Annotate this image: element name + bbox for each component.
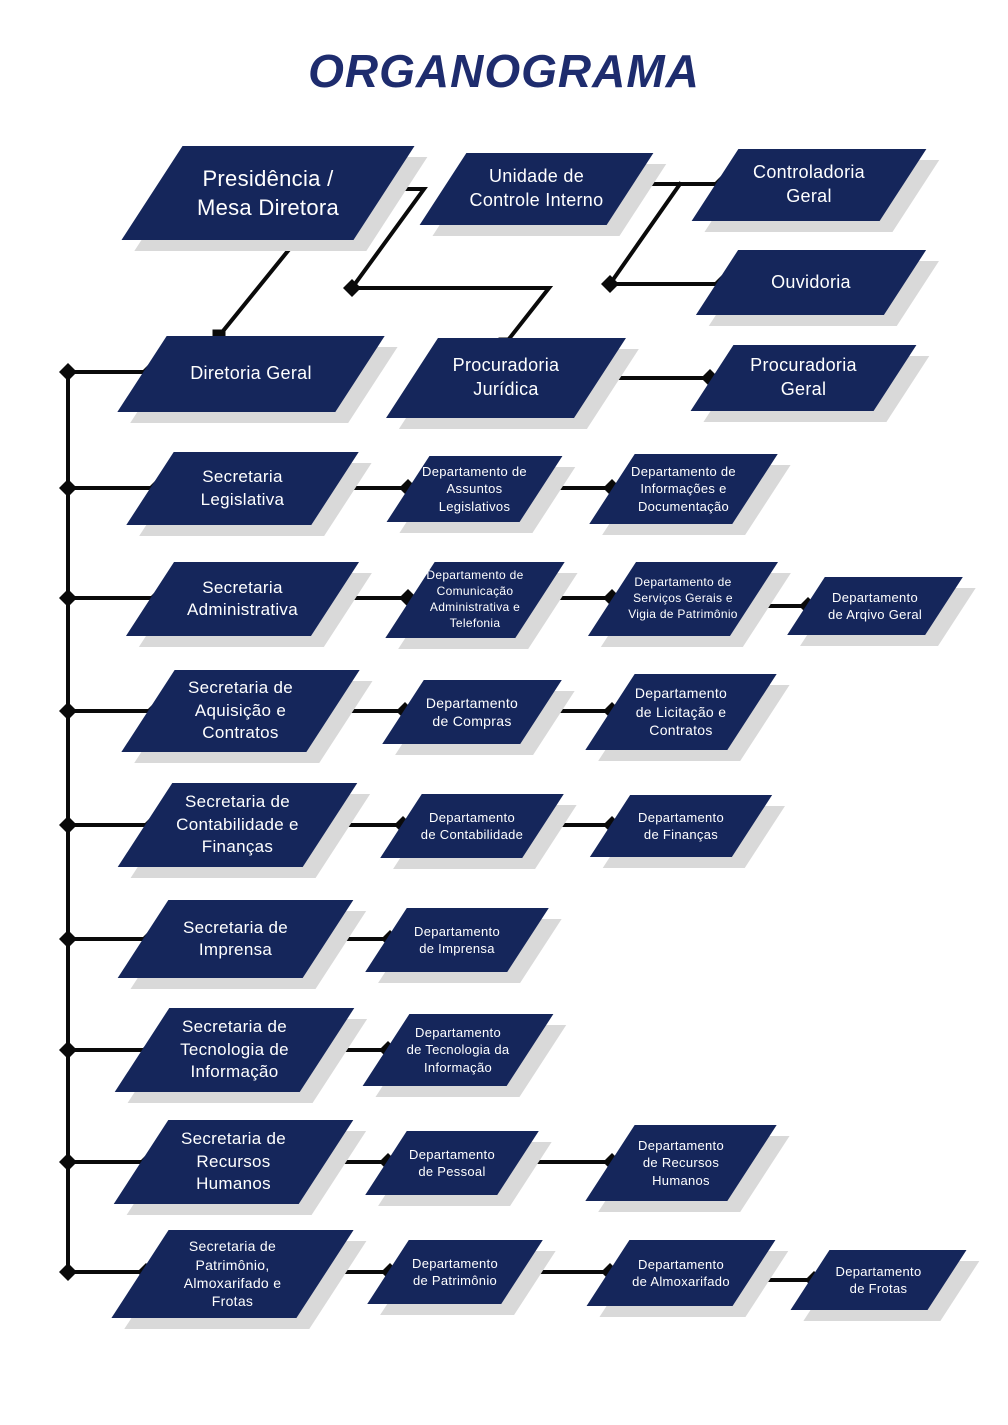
node-label: Presidência / Mesa Diretora	[196, 165, 340, 220]
node-procuradoria-juridica: Procuradoria Jurídica	[386, 338, 626, 418]
node-label: Secretaria Legislativa	[200, 467, 285, 509]
node-presidencia: Presidência / Mesa Diretora	[121, 146, 415, 240]
node-dep-assuntos-legislativos: Departamento de Assuntos Legislativos	[386, 456, 563, 522]
page-title: ORGANOGRAMA	[308, 45, 700, 97]
node-label: Procuradoria Jurídica	[452, 355, 560, 399]
node-label: Departamento de Tecnologia da Informação	[406, 1025, 510, 1075]
node-unidade-controle-interno: Unidade de Controle Interno	[419, 153, 654, 225]
node-dep-servicos-gerais: Departamento de Serviços Gerais e Vigia …	[587, 562, 779, 636]
node-label: Unidade de Controle Interno	[469, 166, 604, 210]
node-procuradoria-geral: Procuradoria Geral	[690, 345, 917, 411]
node-label: Departamento de Almoxarifado	[632, 1256, 730, 1289]
node-dep-pessoal: Departamento de Pessoal	[365, 1131, 539, 1195]
node-secretaria-legislativa: Secretaria Legislativa	[126, 452, 359, 525]
node-label: Secretaria de Aquisição e Contratos	[187, 678, 293, 743]
node-label: Procuradoria Geral	[750, 355, 857, 399]
node-label: Departamento de Arqivo Geral	[827, 589, 923, 622]
node-dep-arqivo-geral: Departamento de Arqivo Geral	[787, 577, 963, 635]
node-label: Departamento de Recursos Humanos	[638, 1138, 724, 1188]
node-secretaria-administrativa: Secretaria Administrativa	[125, 562, 360, 636]
node-label: Departamento de Frotas	[835, 1263, 922, 1296]
node-label: Departamento de Informações e Documentaç…	[631, 464, 736, 514]
node-label: Secretaria de Tecnologia de Informação	[180, 1017, 289, 1082]
node-diretoria-geral: Diretoria Geral	[117, 336, 385, 412]
node-label: Departamento de Serviços Gerais e Vigia …	[628, 575, 738, 621]
node-dep-contabilidade: Departamento de Contabilidade	[380, 794, 564, 858]
node-label: Departamento de Imprensa	[414, 923, 500, 956]
node-controladoria-geral: Controladoria Geral	[691, 149, 927, 221]
node-label: Secretaria de Imprensa	[182, 917, 288, 959]
node-label: Departamento de Patrimônio	[412, 1255, 498, 1288]
node-dep-frotas: Departamento de Frotas	[790, 1250, 967, 1310]
node-secretaria-imprensa: Secretaria de Imprensa	[117, 900, 354, 978]
node-label: Secretaria de Contabilidade e Finanças	[176, 792, 299, 857]
node-label: Departamento de Compras	[425, 694, 519, 729]
node-dep-licitacao-contratos: Departamento de Licitação e Contratos	[585, 674, 777, 750]
node-dep-recursos-humanos: Departamento de Recursos Humanos	[585, 1125, 777, 1201]
node-ouvidoria: Ouvidoria	[695, 250, 927, 315]
node-dep-comunicacao-administrativa: Departamento de Comunicação Administrati…	[385, 562, 565, 638]
node-dep-tecnologia-informacao: Departamento de Tecnologia da Informação	[362, 1014, 554, 1086]
node-label: Departamento de Assuntos Legislativos	[422, 464, 527, 514]
node-label: Secretaria de Patrimônio, Almoxarifado e…	[183, 1238, 282, 1310]
node-label: Departamento de Contabilidade	[420, 809, 524, 842]
node-label: Secretaria de Recursos Humanos	[180, 1129, 286, 1194]
node-label: Secretaria Administrativa	[187, 577, 298, 619]
node-label: Departamento de Comunicação Administrati…	[426, 568, 524, 630]
node-label: Departamento de Pessoal	[409, 1146, 495, 1179]
node-label: Controladoria Geral	[753, 162, 865, 206]
node-label: Diretoria Geral	[190, 363, 312, 384]
node-secretaria-recursos-humanos: Secretaria de Recursos Humanos	[113, 1120, 354, 1204]
node-label: Departamento de Licitação e Contratos	[634, 685, 728, 739]
node-label: Ouvidoria	[771, 271, 851, 292]
node-secretaria-contabilidade-financas: Secretaria de Contabilidade e Finanças	[117, 783, 358, 867]
node-dep-patrimonio: Departamento de Patrimônio	[367, 1240, 543, 1304]
node-label: Departamento de Finanças	[638, 809, 724, 842]
node-dep-imprensa: Departamento de Imprensa	[365, 908, 549, 972]
node-dep-almoxarifado: Departamento de Almoxarifado	[586, 1240, 776, 1306]
node-secretaria-patrimonio: Secretaria de Patrimônio, Almoxarifado e…	[111, 1230, 354, 1318]
node-dep-financas: Departamento de Finanças	[589, 795, 773, 857]
node-dep-compras: Departamento de Compras	[382, 680, 562, 744]
node-secretaria-aquisicao-contratos: Secretaria de Aquisição e Contratos	[121, 670, 360, 752]
node-secretaria-tecnologia: Secretaria de Tecnologia de Informação	[114, 1008, 355, 1092]
node-dep-informacoes-documentacao: Departamento de Informações e Documentaç…	[589, 454, 778, 524]
